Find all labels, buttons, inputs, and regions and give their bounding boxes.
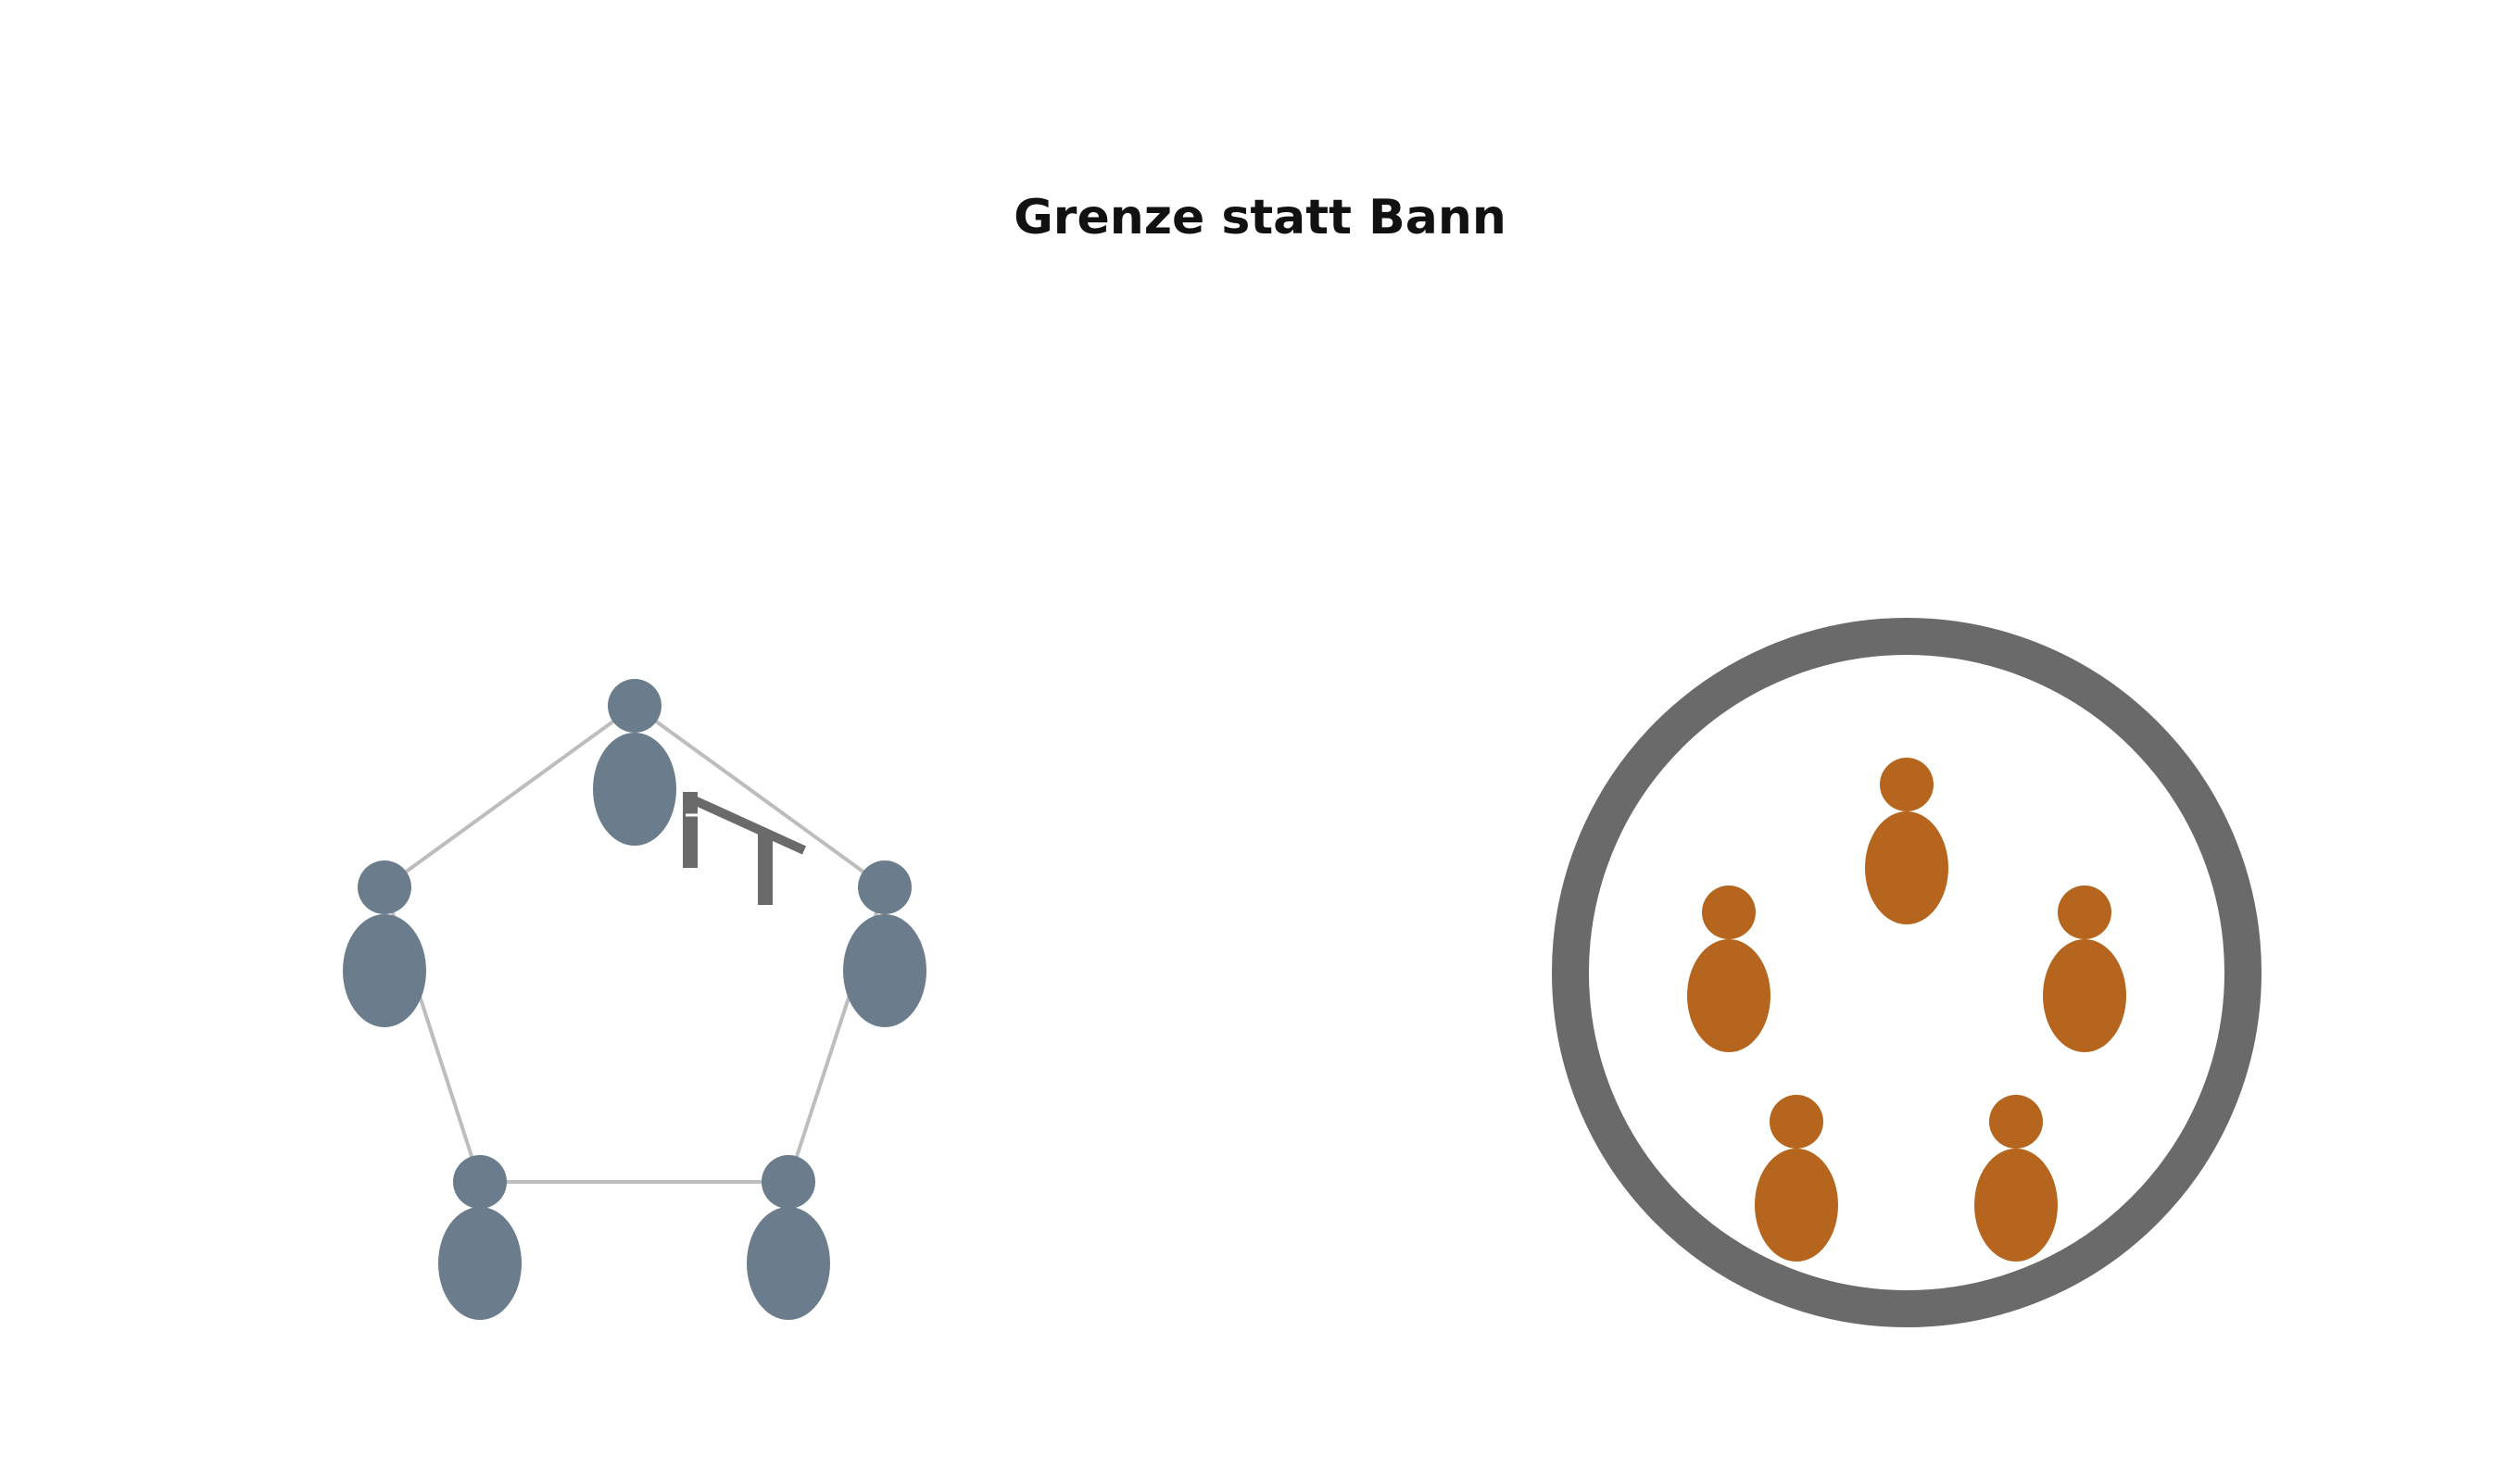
person-body xyxy=(438,1207,522,1320)
person-body xyxy=(1865,811,1948,924)
person-head xyxy=(1880,758,1934,811)
open-gate-icon xyxy=(683,792,807,905)
network-edge xyxy=(383,704,636,889)
person-body xyxy=(843,914,926,1027)
person-body xyxy=(593,733,676,846)
network-group xyxy=(343,679,926,1320)
person-head xyxy=(453,1155,507,1209)
network-person xyxy=(593,679,676,846)
enclosed-person xyxy=(1865,758,1948,924)
person-head xyxy=(358,860,411,914)
network-person xyxy=(843,860,926,1027)
person-head xyxy=(608,679,662,733)
network-person xyxy=(747,1155,830,1320)
diagram-title: Grenze statt Bann xyxy=(1014,190,1506,245)
person-head xyxy=(1702,885,1756,939)
person-body xyxy=(1755,1149,1838,1262)
person-head xyxy=(2058,885,2111,939)
boundary-ring xyxy=(1552,618,2262,1327)
enclosed-person xyxy=(1755,1095,1838,1262)
enclosed-group xyxy=(1552,618,2262,1327)
network-edge xyxy=(633,704,887,889)
person-body xyxy=(1974,1149,2058,1262)
network-person xyxy=(343,860,426,1027)
person-body xyxy=(1687,939,1770,1052)
person-body xyxy=(747,1207,830,1320)
person-head xyxy=(762,1155,815,1209)
person-head xyxy=(858,860,912,914)
person-body xyxy=(343,914,426,1027)
enclosed-person xyxy=(2043,885,2126,1052)
person-head xyxy=(1770,1095,1823,1149)
enclosed-person xyxy=(1687,885,1770,1052)
network-person xyxy=(438,1155,522,1320)
enclosed-person xyxy=(1974,1095,2058,1262)
person-body xyxy=(2043,939,2126,1052)
person-head xyxy=(1989,1095,2043,1149)
